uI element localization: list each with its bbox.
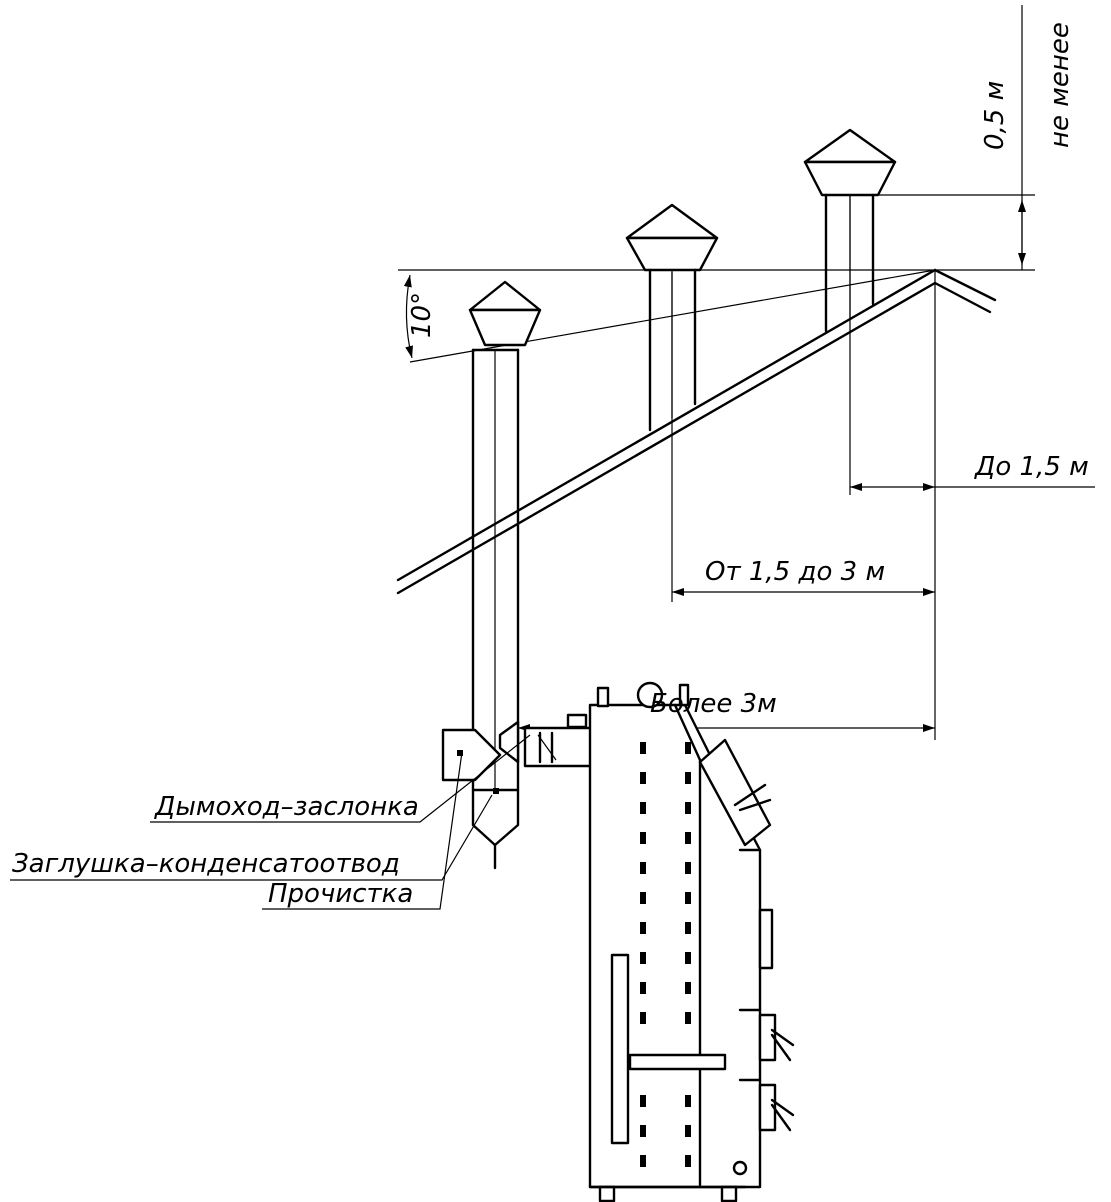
chimney-middle (625, 203, 719, 432)
condensate-marker (493, 788, 499, 794)
label-more-than: Более 3м (650, 689, 777, 719)
cleanout-marker (457, 750, 463, 756)
label-angle: 10° (407, 292, 437, 338)
chimney-fittings (441, 720, 520, 870)
label-damper: Дымоход–заслонка (154, 792, 419, 822)
roof (396, 268, 997, 595)
boiler (588, 681, 795, 1202)
connector-pipe (523, 713, 595, 768)
leader-lines (10, 734, 531, 910)
label-min-height-value: 0,5 м (980, 81, 1010, 150)
labels: 0,5 м не менее 10° До 1,5 м От 1,5 до 3 … (12, 22, 1089, 909)
reference-lines (398, 5, 1035, 740)
label-up-to: До 1,5 м (974, 452, 1089, 482)
label-condensate-plug: Заглушка–конденсатоотвод (12, 849, 400, 879)
label-from-to: От 1,5 до 3 м (705, 557, 885, 587)
boiler-dots (640, 742, 691, 1167)
chimney-far-left (468, 280, 542, 792)
chimney-right (803, 128, 897, 333)
label-min-height-note: не менее (1045, 22, 1075, 148)
label-cleanout: Прочистка (268, 879, 413, 909)
